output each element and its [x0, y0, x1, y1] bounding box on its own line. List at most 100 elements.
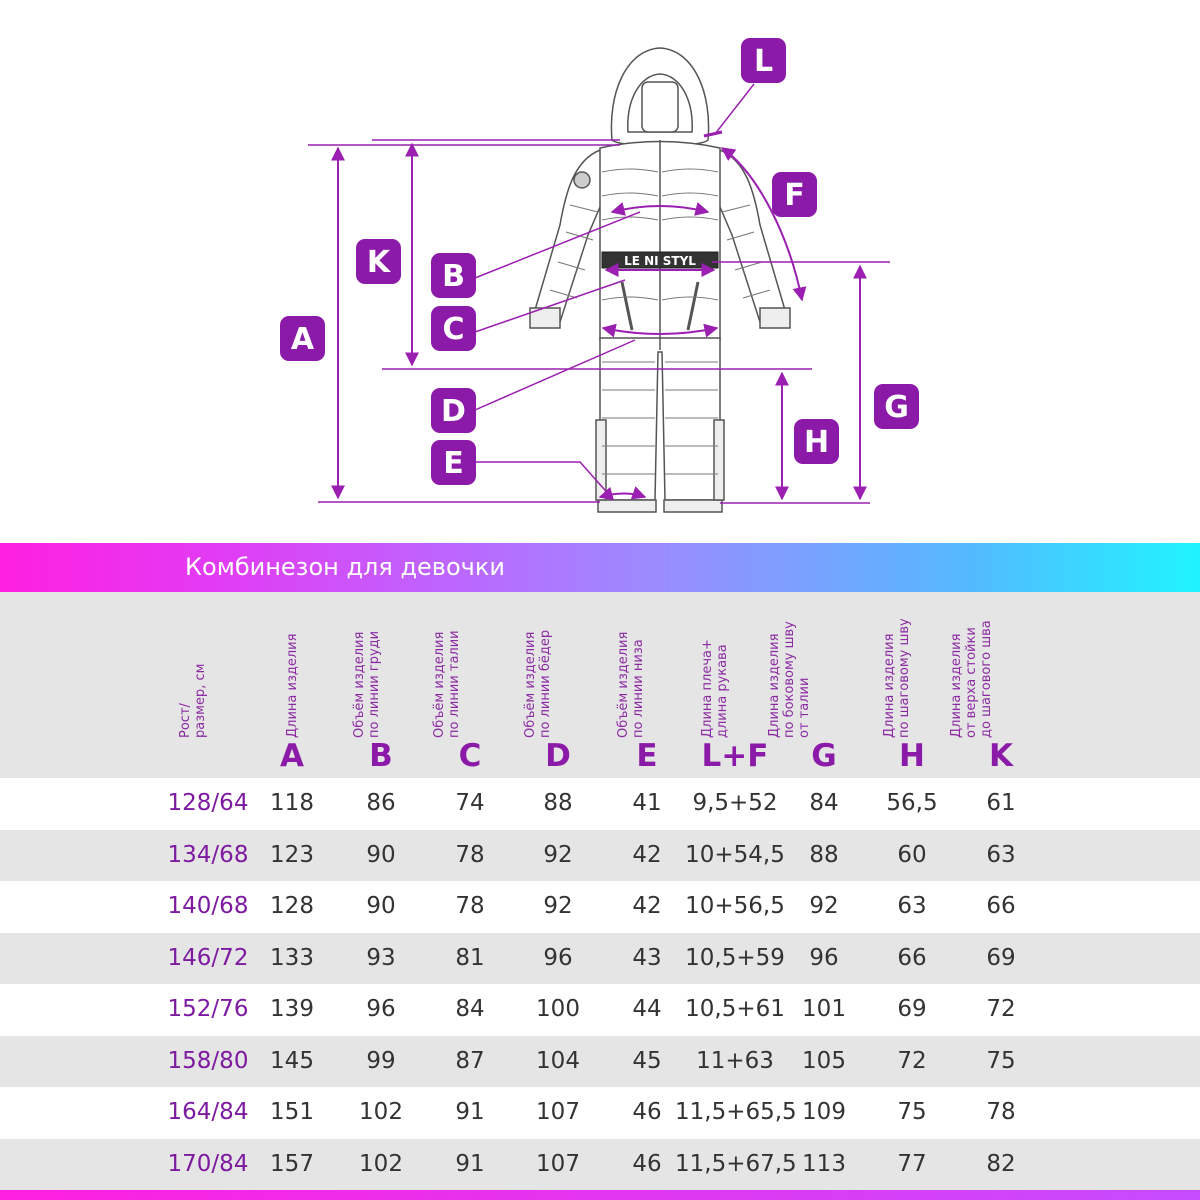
badge-E: E	[431, 440, 476, 485]
header-letter-a: A	[280, 738, 304, 774]
cell-e: 45	[632, 1047, 662, 1074]
cell-b: 96	[366, 996, 396, 1022]
cell-b: 102	[359, 1099, 403, 1125]
header-letter-e: E	[636, 738, 658, 774]
svg-text:E: E	[443, 446, 464, 481]
measurement-diagram: LE NI STYL	[280, 38, 919, 513]
cell-h: 72	[897, 1047, 927, 1074]
cell-d: 96	[543, 944, 573, 971]
table-title: Комбинезон для девочки	[185, 553, 505, 581]
badge-L: L	[741, 38, 786, 83]
cell-lf: 10,5+61	[685, 996, 785, 1022]
cell-k: 82	[986, 1150, 1016, 1177]
belt-text: LE NI STYL	[624, 254, 696, 268]
table-row: 134/68 123 90 78 92 42 10+54,5 88 60 63	[0, 829, 1200, 881]
cell-k: 75	[986, 1047, 1016, 1074]
cell-g: 92	[809, 893, 839, 919]
header-letter-lf: L+F	[701, 738, 769, 774]
cell-a: 157	[270, 1150, 314, 1177]
cell-e: 42	[632, 841, 662, 868]
svg-text:D: D	[441, 394, 466, 429]
table-row: 140/68 128 90 78 92 42 10+56,5 92 63 66	[0, 881, 1200, 933]
cell-b: 90	[366, 841, 396, 868]
cell-g: 101	[802, 996, 846, 1022]
header-letter-d: D	[545, 738, 571, 774]
cell-lf: 10+54,5	[685, 841, 785, 868]
cell-a: 123	[270, 841, 314, 868]
cell-lf: 9,5+52	[692, 790, 778, 816]
cell-g: 105	[802, 1047, 846, 1074]
cell-e: 42	[632, 893, 662, 919]
header-label-a: Длина изделия	[285, 633, 300, 738]
cell-k: 63	[986, 841, 1016, 868]
table-row: 158/80 145 99 87 104 45 11+63 105 72 75	[0, 1035, 1200, 1087]
badge-F: F	[772, 172, 817, 217]
cell-k: 66	[986, 893, 1016, 919]
cell-d: 92	[543, 841, 573, 868]
header-label-g: Длина изделия по боковому шву от талии	[767, 621, 812, 738]
cell-h: 66	[897, 944, 927, 971]
table-row: 146/72 133 93 81 96 43 10,5+59 96 66 69	[0, 932, 1200, 984]
title-bar: Комбинезон для девочки	[0, 543, 1200, 592]
cell-e: 43	[632, 944, 662, 971]
svg-text:A: A	[291, 322, 315, 357]
table-row: 164/84 151 102 91 107 46 11,5+65,5 109 7…	[0, 1087, 1200, 1139]
cell-a: 133	[270, 944, 314, 971]
table-row: 128/64 118 86 74 88 41 9,5+52 84 56,5 61	[0, 778, 1200, 830]
header-letter-g: G	[811, 738, 837, 774]
header-label-d: Объём изделия по линии бёдер	[523, 629, 553, 738]
jumpsuit-sketch	[529, 47, 791, 513]
cell-h: 69	[897, 996, 927, 1022]
cell-d: 107	[536, 1150, 580, 1177]
header-label-size: Рост/ размер, см	[178, 663, 208, 738]
cell-b: 99	[366, 1047, 396, 1074]
table-row: 170/84 157 102 91 107 46 11,5+67,5 113 7…	[0, 1138, 1200, 1190]
cell-k: 69	[986, 944, 1016, 971]
svg-text:H: H	[804, 425, 829, 460]
cell-a: 151	[270, 1099, 314, 1125]
cell-h: 63	[897, 893, 927, 919]
cell-c: 87	[455, 1047, 485, 1074]
svg-text:B: B	[442, 259, 465, 294]
header-label-k: Длина изделия от верха стойки до шаговог…	[949, 620, 994, 738]
cell-size: 140/68	[167, 893, 249, 919]
header-letter-k: K	[988, 738, 1014, 774]
cell-g: 113	[802, 1150, 846, 1177]
cell-c: 78	[455, 841, 485, 868]
cell-lf: 10+56,5	[685, 893, 785, 919]
header-letter-c: C	[458, 738, 482, 774]
badge-B: B	[431, 253, 476, 298]
svg-text:F: F	[784, 178, 805, 213]
cell-d: 92	[543, 893, 573, 919]
header-label-h: Длина изделия по шаговому шву	[882, 618, 912, 738]
bottom-accent-bar	[0, 1190, 1200, 1200]
header-label-b: Объём изделия по линии груди	[352, 630, 382, 738]
cell-size: 134/68	[167, 841, 249, 868]
cell-size: 128/64	[167, 790, 249, 816]
cell-e: 44	[632, 996, 662, 1022]
cell-c: 78	[455, 893, 485, 919]
svg-text:G: G	[884, 390, 909, 425]
svg-text:L: L	[754, 44, 773, 79]
cell-b: 86	[366, 790, 396, 816]
svg-text:K: K	[367, 245, 392, 280]
cell-c: 91	[455, 1099, 485, 1125]
size-table-body: 128/64 118 86 74 88 41 9,5+52 84 56,5 61…	[0, 778, 1200, 1190]
svg-text:C: C	[442, 312, 464, 347]
cell-size: 146/72	[167, 944, 249, 971]
cell-e: 46	[632, 1099, 662, 1125]
header-letter-b: B	[369, 738, 393, 774]
cell-g: 84	[809, 790, 839, 816]
cell-c: 81	[455, 944, 485, 971]
cell-k: 61	[986, 790, 1016, 816]
badge-G: G	[874, 384, 919, 429]
cell-lf: 10,5+59	[685, 944, 785, 971]
cell-k: 78	[986, 1099, 1016, 1125]
header-label-e: Объём изделия по линии низа	[616, 631, 646, 738]
cell-b: 90	[366, 893, 396, 919]
badge-A: A	[280, 316, 325, 361]
cell-h: 77	[897, 1150, 927, 1177]
cell-a: 118	[270, 790, 314, 816]
cell-h: 60	[897, 841, 927, 868]
cell-lf: 11+63	[696, 1047, 774, 1074]
